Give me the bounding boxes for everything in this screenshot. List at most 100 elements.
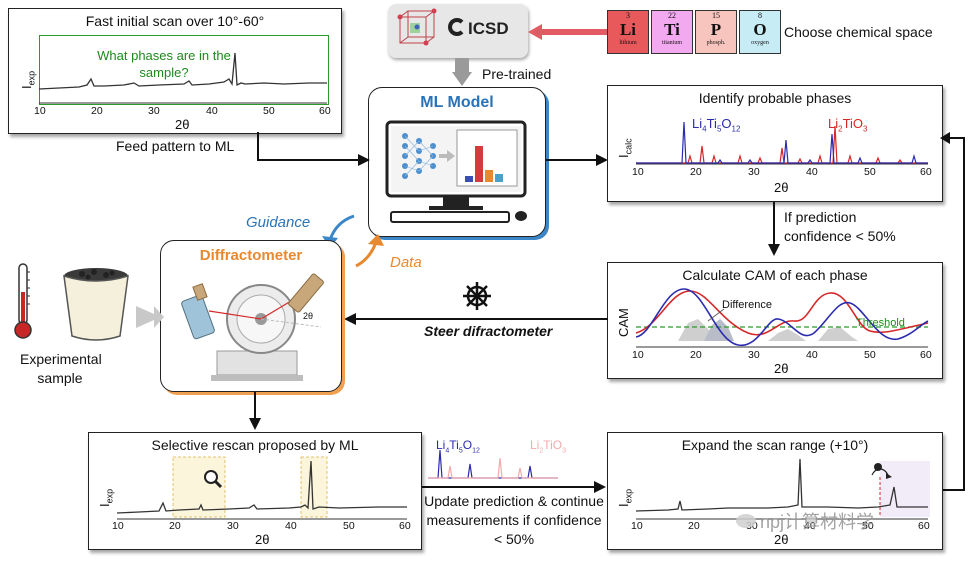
initial-scan-title: Fast initial scan over 10°-60°: [85, 13, 265, 29]
ml-model-title: ML Model: [420, 94, 494, 111]
sample-cup-icon: [63, 268, 129, 341]
rescan-title: Selective rescan proposed by ML: [151, 437, 359, 453]
icsd-label: ICSD: [468, 19, 509, 38]
tick-label: 30: [748, 166, 760, 178]
expand-title: Expand the scan range (+10°): [681, 437, 869, 453]
tick-label: 60: [920, 166, 932, 178]
rescan-ylabel: Iexp: [97, 488, 115, 507]
initial-scan-panel: Fast initial scan over 10°-60° What phas…: [8, 8, 342, 134]
confidence-label: If prediction confidence < 50%: [784, 209, 896, 244]
guidance-label: Guidance: [246, 214, 311, 231]
tick-label: 60: [918, 520, 930, 532]
ship-wheel-icon: [463, 282, 491, 310]
tick-label: 40: [804, 520, 816, 532]
identify-pattern: [636, 121, 928, 165]
tick-label: 60: [399, 520, 411, 532]
update-phase2-label: Li2TiO3: [530, 438, 567, 455]
identify-phases-panel: Identify probable phases Li4Ti5O12 Li2Ti…: [607, 85, 943, 202]
rescan-down-arrow: [249, 392, 261, 430]
chem-space-label: Choose chemical space: [784, 24, 933, 40]
tick-label: 40: [806, 349, 818, 361]
diffractometer-title: Diffractometer: [199, 247, 303, 264]
phase1-label: Li4Ti5O12: [692, 116, 741, 134]
tick-label: 60: [920, 349, 932, 361]
identify-xlabel: 2θ: [774, 180, 789, 195]
tick-label: 50: [263, 105, 275, 117]
cam-xlabel: 2θ: [774, 361, 789, 376]
initial-scan-ylabel: Iexp: [19, 70, 37, 89]
expand-xlabel: 2θ: [774, 532, 789, 547]
tick-label: 20: [690, 166, 702, 178]
rescan-xlabel: 2θ: [255, 532, 270, 547]
tick-label: 20: [688, 520, 700, 532]
expand-panel: Expand the scan range (+10°) Iexp 10 20 …: [607, 432, 943, 550]
icsd-database: ICSD: [388, 4, 528, 58]
chem-space-arrow: [528, 24, 608, 40]
tick-label: 50: [864, 166, 876, 178]
loop-back-arrow: [940, 132, 965, 491]
phase2-label: Li2TiO3: [828, 116, 868, 134]
confidence-arrow: [768, 202, 780, 256]
initial-scan-pattern: [38, 52, 327, 104]
cam-ylabel: CAM: [616, 308, 631, 337]
tick-label: 10: [631, 520, 643, 532]
tick-label: 30: [148, 105, 160, 117]
tick-label: 50: [862, 520, 874, 532]
cam-plot: [635, 288, 929, 348]
tick-label: 10: [112, 520, 124, 532]
tick-label: 40: [206, 105, 218, 117]
tick-label: 40: [806, 166, 818, 178]
diffractometer-icon: [181, 273, 324, 381]
pretrained-label: Pre-trained: [482, 66, 552, 82]
rescan-panel: Selective rescan proposed by ML Iexp 10 …: [88, 432, 422, 550]
two-theta-label: 2θ: [303, 311, 314, 321]
update-label: Update prediction & continue measurement…: [424, 493, 604, 547]
update-arrow: [422, 481, 606, 493]
tick-label: 20: [690, 349, 702, 361]
rescan-pattern: [116, 456, 407, 520]
crystal-lattice-icon: [397, 8, 437, 46]
watermark-label: npj计算材料学: [760, 512, 875, 532]
expand-pattern: [635, 458, 930, 520]
update-phase1-label: Li4Ti5O12: [436, 438, 480, 455]
thermometer-icon: [14, 263, 32, 339]
tick-label: 50: [343, 520, 355, 532]
expand-ylabel: Iexp: [616, 488, 634, 507]
computer-icon: [385, 120, 527, 223]
icsd-arrow: [452, 58, 472, 86]
wechat-icon: [736, 514, 756, 528]
tick-label: 20: [169, 520, 181, 532]
sample-beam-arrow: [136, 306, 164, 328]
icsd-logo-icon: [448, 18, 466, 36]
predict-arrow: [546, 154, 608, 166]
data-arrow: [355, 234, 384, 268]
initial-scan-plot-frame: [39, 35, 329, 105]
cam-panel: Calculate CAM of each phase Difference T…: [607, 262, 943, 379]
threshold-label: Threshold: [856, 317, 905, 329]
tick-label: 10: [632, 166, 644, 178]
steer-label: Steer difractometer: [424, 323, 553, 339]
feed-arrow: [257, 132, 370, 166]
initial-scan-xlabel: 2θ: [175, 117, 190, 132]
tick-label: 10: [632, 349, 644, 361]
diffractometer-box: Diffractometer 2θ: [160, 240, 342, 392]
tick-label: 30: [748, 349, 760, 361]
data-label: Data: [390, 254, 422, 271]
identify-title: Identify probable phases: [698, 90, 852, 106]
steer-arrow: [344, 313, 608, 325]
tick-label: 60: [319, 105, 331, 117]
phase-question: What phases are in the sample?: [97, 48, 231, 80]
sample-label: Experimental sample: [20, 351, 102, 386]
difference-label: Difference: [722, 299, 772, 311]
tick-label: 30: [227, 520, 239, 532]
tick-label: 50: [864, 349, 876, 361]
cam-title: Calculate CAM of each phase: [682, 267, 868, 283]
feed-pattern-label: Feed pattern to ML: [116, 138, 235, 154]
tick-label: 10: [34, 105, 46, 117]
tick-label: 40: [285, 520, 297, 532]
identify-ylabel: Icalc: [616, 138, 634, 158]
